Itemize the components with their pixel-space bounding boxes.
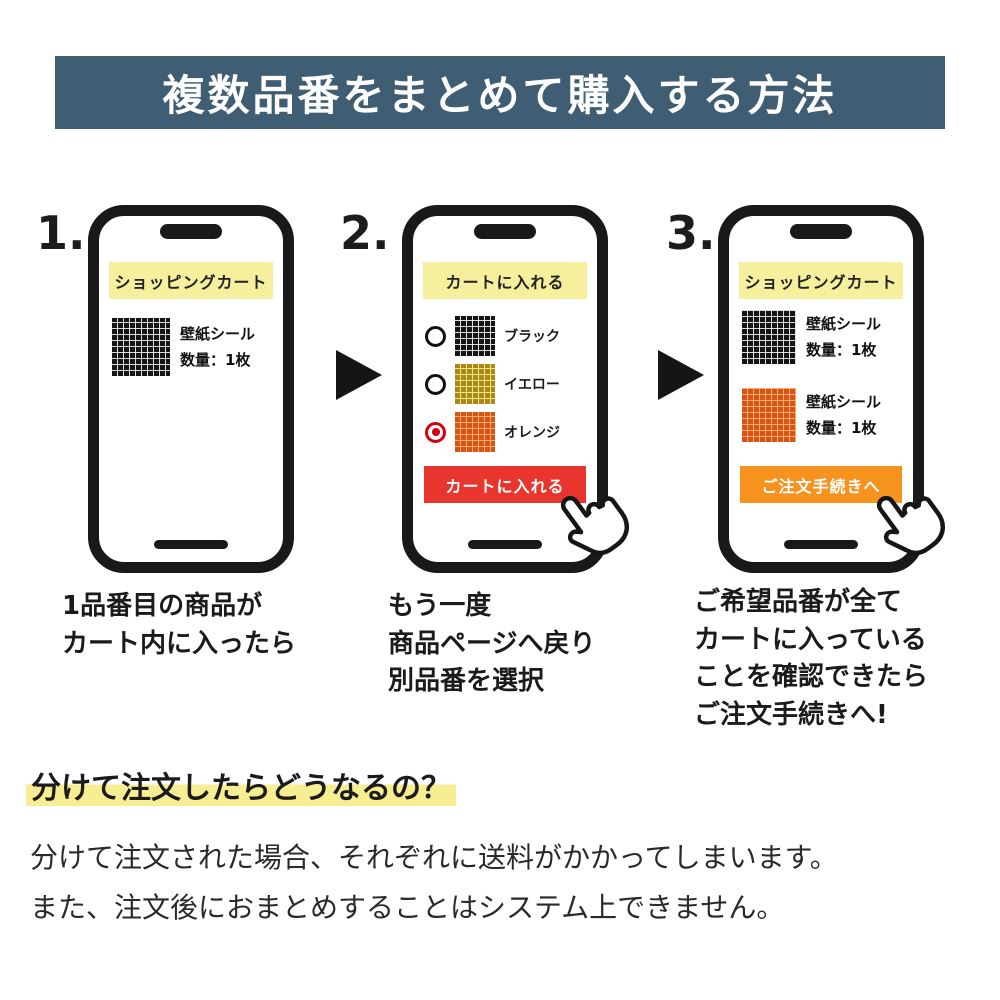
cart-item: 壁紙シール 数量：1枚	[742, 388, 881, 442]
cart-item: 壁紙シール 数量：1枚	[112, 318, 255, 376]
caption-line: カートに入っている	[694, 624, 927, 655]
phone-home-indicator	[154, 540, 228, 549]
add-to-cart-title-bar: カートに入れる	[423, 262, 587, 299]
cart-title-bar: ショッピングカート	[739, 262, 903, 299]
phone-notch	[790, 224, 852, 239]
product-qty: 数量：1枚	[806, 341, 877, 359]
page-title: 複数品番をまとめて購入する方法	[55, 56, 945, 129]
caption-line: ご希望品番が全て	[694, 587, 903, 617]
step-1-number: 1.	[36, 206, 86, 260]
cart-title-bar: ショッピングカート	[109, 262, 273, 299]
step-3-caption: ご希望品番が全て カートに入っている ことを確認できたら ご注文手続きへ!	[694, 584, 928, 735]
caption-line: カート内に入ったら	[62, 628, 297, 659]
phone-home-indicator	[468, 540, 542, 549]
caption-line: 1品番目の商品が	[62, 591, 263, 621]
phone-step-1: ショッピングカート 壁紙シール 数量：1枚	[88, 205, 294, 573]
page-title-text: 複数品番をまとめて購入する方法	[162, 71, 838, 120]
arrow-right-icon	[658, 350, 704, 400]
note-heading-text: 分けて注文したらどうなるの？	[26, 771, 456, 806]
product-name: 壁紙シール	[806, 314, 882, 333]
cart-item: 壁紙シール 数量：1枚	[742, 310, 881, 364]
product-name: 壁紙シール	[180, 324, 256, 343]
note-body-line: 分けて注文された場合、それぞれに送料がかかってしまいます。	[30, 841, 838, 874]
option-black[interactable]: ブラック	[425, 316, 593, 356]
option-orange[interactable]: オレンジ	[425, 412, 593, 452]
step-1-caption: 1品番目の商品が カート内に入ったら	[62, 588, 296, 663]
step-2-caption: もう一度 商品ページへ戻り 別品番を選択	[388, 588, 595, 701]
cart-item-text: 壁紙シール 数量：1枚	[180, 321, 255, 374]
color-option-list: ブラック イエロー オレンジ	[425, 316, 593, 460]
radio-selected-icon[interactable]	[425, 421, 446, 443]
step-3-number: 3.	[666, 206, 716, 260]
phone-step-2: カートに入れる ブラック イエロー オレンジ カートに入れる	[402, 205, 629, 573]
caption-line: 別品番を選択	[388, 666, 545, 697]
option-label: イエロー	[504, 377, 560, 393]
checkout-button[interactable]: ご注文手続きへ	[740, 466, 902, 503]
product-qty: 数量：1枚	[180, 351, 251, 369]
cart-item-text: 壁紙シール 数量：1枚	[806, 311, 881, 364]
product-name: 壁紙シール	[806, 392, 882, 411]
note-heading: 分けて注文したらどうなるの？	[26, 763, 456, 807]
orange-wallpaper-swatch	[455, 412, 495, 452]
caption-line: 商品ページへ戻り	[388, 628, 596, 659]
orange-wallpaper-swatch	[742, 388, 796, 442]
caption-line: ことを確認できたら	[694, 662, 929, 693]
note-body: 分けて注文された場合、それぞれに送料がかかってしまいます。 また、注文後におまと…	[30, 833, 838, 934]
step-2-number: 2.	[340, 206, 390, 260]
black-wallpaper-swatch	[742, 310, 796, 364]
phone-notch	[474, 224, 536, 239]
option-yellow[interactable]: イエロー	[425, 364, 593, 404]
yellow-wallpaper-swatch	[455, 364, 495, 404]
product-qty: 数量：1枚	[806, 419, 877, 437]
option-label: ブラック	[504, 329, 560, 345]
add-to-cart-button[interactable]: カートに入れる	[424, 466, 586, 503]
phone-notch	[160, 224, 222, 239]
black-wallpaper-swatch	[455, 316, 495, 356]
black-wallpaper-swatch	[112, 318, 170, 376]
radio-unselected-icon[interactable]	[425, 373, 446, 395]
phone-step-3: ショッピングカート 壁紙シール 数量：1枚 壁紙シール 数量：1枚 ご注文手続き…	[718, 205, 945, 573]
radio-unselected-icon[interactable]	[425, 325, 446, 347]
caption-line: ご注文手続きへ!	[694, 700, 888, 731]
phone-home-indicator	[784, 540, 858, 549]
option-label: オレンジ	[504, 425, 560, 441]
cart-item-text: 壁紙シール 数量：1枚	[806, 389, 881, 442]
caption-line: もう一度	[388, 591, 492, 621]
arrow-right-icon	[336, 350, 382, 400]
note-body-line: また、注文後におまとめすることはシステム上できません。	[30, 891, 785, 925]
